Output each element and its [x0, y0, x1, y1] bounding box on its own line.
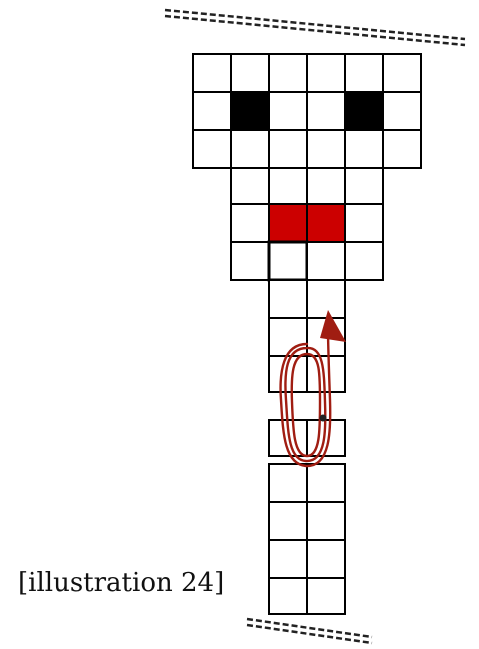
head-grid: [193, 54, 421, 168]
middle-row-grid: [269, 420, 345, 456]
top-dashed-line: [165, 10, 465, 45]
bottom-dashed-line: [247, 619, 372, 643]
lower-column-grid: [269, 464, 345, 614]
pivot-dot-icon: [320, 415, 327, 422]
neck-grid: [231, 168, 383, 280]
figure-caption: [illustration 24]: [18, 568, 224, 598]
